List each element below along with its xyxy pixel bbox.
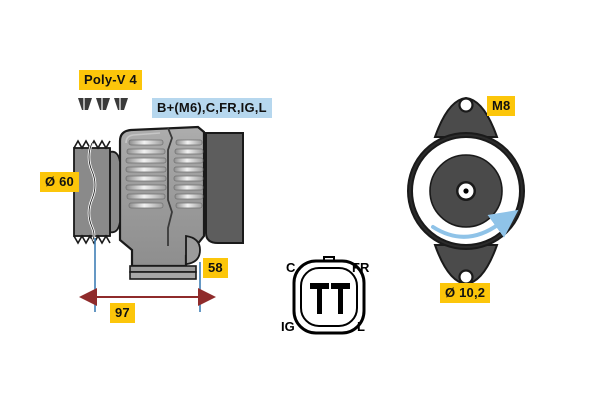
cooling-fins-front: [125, 139, 167, 209]
connector-pin-label-c: C: [286, 260, 296, 275]
rear-cover: [205, 132, 244, 244]
connector-blade-1: [310, 283, 329, 314]
callout-terminals: B+(M6),C,FR,IG,L: [152, 98, 272, 118]
mounting-foot: [129, 265, 197, 280]
connector-pin-label-ig: IG: [281, 319, 295, 334]
connector-pin-label-l: L: [357, 319, 365, 334]
rear-mounting-lug: [185, 234, 201, 265]
callout-pulley-diameter: Ø 60: [40, 172, 79, 192]
regulator-connector: [292, 256, 366, 335]
mounting-lug-top: [433, 96, 499, 138]
callout-mount-hole-diameter: Ø 10,2: [440, 283, 491, 303]
cooling-fins-rear: [173, 139, 204, 209]
mounting-lug-bottom: [433, 244, 499, 286]
poly-v-belt-profile-icon: [78, 98, 128, 110]
callout-belt-profile: Poly-V 4: [79, 70, 142, 90]
pulley: [73, 139, 111, 245]
alternator-side-view: [73, 125, 244, 312]
callout-mount-thread: M8: [487, 96, 516, 116]
rotation-arrow-icon: [431, 209, 519, 239]
alternator-end-view: [407, 96, 525, 286]
callout-height-58: 58: [203, 258, 228, 278]
connector-blade-2: [331, 283, 350, 314]
callout-length-97: 97: [110, 303, 135, 323]
connector-pin-label-fr: FR: [352, 260, 370, 275]
drive-end-bearing-boss: [109, 150, 121, 234]
